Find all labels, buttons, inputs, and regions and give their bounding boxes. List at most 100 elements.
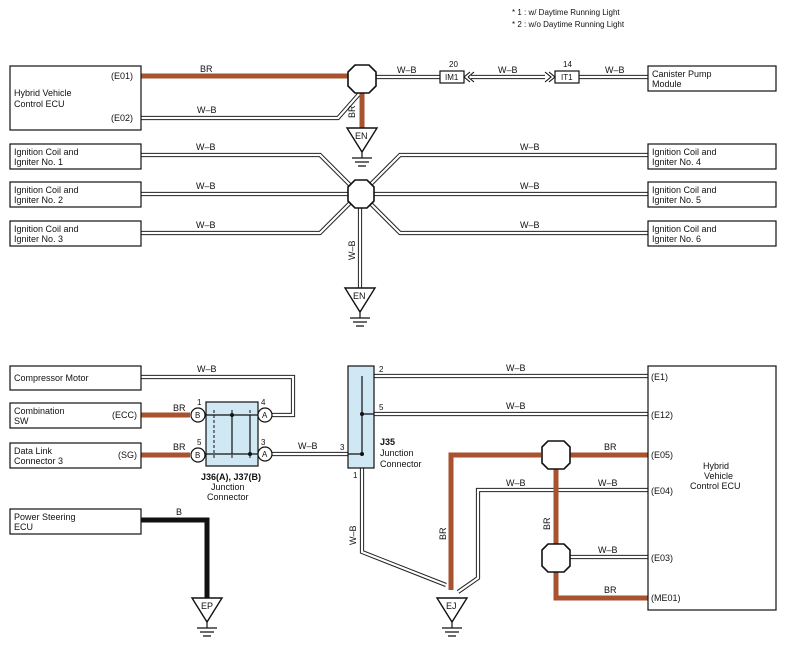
wire-label-br-e05: BR: [604, 442, 617, 452]
svg-text:4: 4: [261, 398, 266, 407]
pin-e12: (E12): [651, 410, 673, 420]
hybrid-vehicle-ecu-top: Hybrid Vehicle Control ECU (E01) (E02): [9, 65, 142, 131]
svg-text:EJ: EJ: [446, 601, 457, 611]
br-wires-top: [141, 73, 365, 128]
pin-ecc: (ECC): [112, 410, 137, 420]
note-1: * 1 : w/ Daytime Running Light: [512, 8, 620, 17]
svg-text:Junction: Junction: [380, 448, 414, 458]
j36-title: J36(A), J37(B): [201, 472, 261, 482]
svg-text:Power Steering: Power Steering: [14, 512, 76, 522]
svg-text:Connector: Connector: [207, 492, 249, 502]
terminal-b1: B: [195, 411, 200, 420]
combination-switch: Combination SW (ECC): [9, 402, 142, 429]
wire-label-wb-coil3: W–B: [196, 220, 216, 230]
svg-text:Compressor Motor: Compressor Motor: [14, 373, 89, 383]
pin-e03: (E03): [651, 553, 673, 563]
svg-text:14: 14: [563, 60, 572, 69]
svg-text:Ignition Coil and: Ignition Coil and: [652, 185, 717, 195]
svg-text:Ignition Coil and: Ignition Coil and: [14, 147, 79, 157]
wire-label-wb-e04-a: W–B: [506, 478, 526, 488]
wire-label-wb-coil2: W–B: [196, 181, 216, 191]
svg-text:Ignition Coil and: Ignition Coil and: [652, 224, 717, 234]
svg-text:IM1: IM1: [445, 73, 459, 82]
pin-e1: (E1): [651, 372, 668, 382]
svg-text:EP: EP: [201, 601, 213, 611]
wire-label-br-ecc: BR: [173, 403, 186, 413]
wire-label-wb-coil6: W–B: [520, 220, 540, 230]
wire-label-b-ps: B: [176, 507, 182, 517]
svg-text:5: 5: [197, 438, 202, 447]
svg-text:Igniter No. 1: Igniter No. 1: [14, 157, 63, 167]
svg-text:Control ECU: Control ECU: [690, 481, 741, 491]
svg-text:EN: EN: [355, 131, 368, 141]
junction-connector-j36-j37: B B A A 1 5 4 3 J36(A), J37(B) Junction …: [190, 398, 273, 502]
svg-text:Hybrid Vehicle: Hybrid Vehicle: [14, 88, 72, 98]
wire-label-wb-e12: W–B: [506, 401, 526, 411]
splice-e05: [541, 440, 571, 470]
splice-center: [347, 179, 375, 209]
svg-text:Canister Pump: Canister Pump: [652, 69, 712, 79]
svg-text:20: 20: [449, 60, 458, 69]
svg-text:1: 1: [353, 471, 358, 480]
ground-en-bottom: EN: [343, 287, 377, 327]
black-wire-ps-ecu: [141, 517, 210, 602]
ignition-coil-6: Ignition Coil and Igniter No. 6: [647, 220, 777, 247]
connector-im1: IM1 20: [439, 60, 475, 84]
wire-label-br-sg: BR: [173, 442, 186, 452]
svg-text:Connector: Connector: [380, 459, 422, 469]
svg-text:EN: EN: [353, 291, 366, 301]
splice-top: [347, 64, 377, 94]
wire-label-wb-e02: W–B: [197, 105, 217, 115]
svg-text:3: 3: [261, 438, 266, 447]
svg-text:1: 1: [197, 398, 202, 407]
svg-text:Module: Module: [652, 79, 682, 89]
wire-label-wb-coil5: W–B: [520, 181, 540, 191]
svg-text:Data Link: Data Link: [14, 446, 53, 456]
wire-label-wb-j35: W–B: [298, 441, 318, 451]
canister-pump-module: Canister Pump Module: [647, 65, 777, 92]
svg-text:Vehicle: Vehicle: [704, 471, 733, 481]
wire-label-br-vertical: BR: [347, 105, 357, 118]
svg-text:IT1: IT1: [561, 73, 573, 82]
svg-text:ECU: ECU: [14, 522, 33, 532]
wb-wires-bottom: [141, 373, 648, 594]
svg-text:3: 3: [340, 443, 345, 452]
svg-text:Igniter No. 5: Igniter No. 5: [652, 195, 701, 205]
ignition-coil-5: Ignition Coil and Igniter No. 5: [647, 181, 777, 208]
ignition-coil-2: Ignition Coil and Igniter No. 2: [9, 181, 142, 208]
svg-text:Ignition Coil and: Ignition Coil and: [14, 224, 79, 234]
svg-text:Ignition Coil and: Ignition Coil and: [14, 185, 79, 195]
wire-label-wb-im1: W–B: [397, 65, 417, 75]
wire-label-wb-e1: W–B: [506, 363, 526, 373]
pin-e05: (E05): [651, 450, 673, 460]
compressor-motor: Compressor Motor: [9, 365, 142, 391]
wire-label-wb-coil1: W–B: [196, 142, 216, 152]
pin-sg: (SG): [118, 450, 137, 460]
ground-en-top: EN: [345, 127, 379, 167]
wire-label-br-me01: BR: [604, 585, 617, 595]
svg-text:Junction: Junction: [211, 482, 245, 492]
power-steering-ecu: Power Steering ECU: [9, 508, 142, 535]
svg-text:5: 5: [379, 403, 384, 412]
wire-label-wb-mid: W–B: [498, 65, 518, 75]
svg-text:Ignition Coil and: Ignition Coil and: [652, 147, 717, 157]
wire-label-wb-coil4: W–B: [520, 142, 540, 152]
svg-text:Connector 3: Connector 3: [14, 456, 63, 466]
svg-text:Igniter No. 3: Igniter No. 3: [14, 234, 63, 244]
hybrid-vehicle-ecu-bottom: Hybrid Vehicle Control ECU (E1) (E12) (E…: [647, 365, 777, 611]
ground-ej: EJ: [435, 597, 469, 637]
pin-e02: (E02): [111, 113, 133, 123]
svg-text:Igniter No. 2: Igniter No. 2: [14, 195, 63, 205]
data-link-connector-3: Data Link Connector 3 (SG): [9, 442, 142, 469]
br-wires-bottom: [141, 412, 648, 601]
wire-label-wb-canister: W–B: [605, 65, 625, 75]
ignition-coil-1: Ignition Coil and Igniter No. 1: [9, 143, 142, 170]
wire-label-wb-e04-b: W–B: [598, 478, 618, 488]
pin-me01: (ME01): [651, 593, 681, 603]
ground-ep: EP: [190, 597, 224, 637]
wire-label-br-splice: BR: [542, 517, 552, 530]
terminal-b5: B: [195, 451, 200, 460]
svg-text:Hybrid: Hybrid: [703, 461, 729, 471]
